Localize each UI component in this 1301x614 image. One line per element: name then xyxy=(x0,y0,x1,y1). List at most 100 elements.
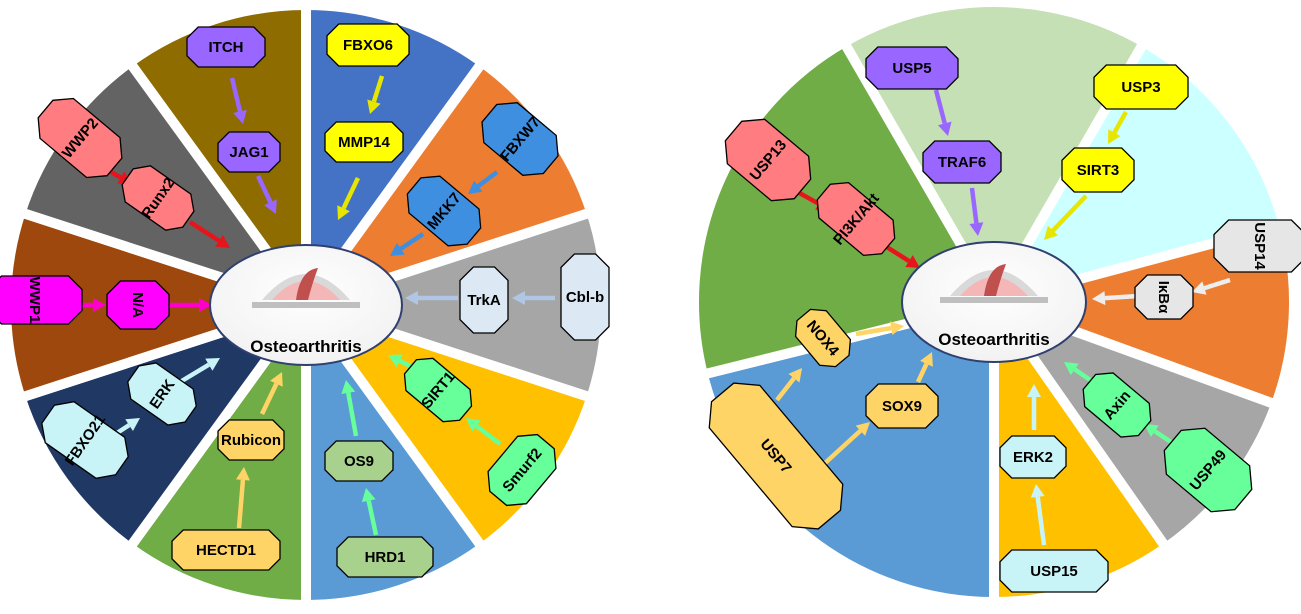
right-node-nox4: NOX4 xyxy=(794,308,852,368)
right-node-usp15-label: USP15 xyxy=(1030,563,1078,580)
right-node-sox9-label: SOX9 xyxy=(882,398,922,415)
left-node-mkk7: MKK7 xyxy=(406,175,482,247)
left-node-hectd1-label: HECTD1 xyxy=(196,542,256,559)
left-node-itch-label: ITCH xyxy=(209,39,244,56)
right-node-usp5-shape xyxy=(865,46,959,90)
right-arrow-usp7-nox4-sox9-4 xyxy=(915,352,933,383)
left-node-n-a-label: N/A xyxy=(129,292,146,318)
right-node-usp15-shape xyxy=(999,549,1109,593)
right-node-usp5: USP5 xyxy=(865,46,959,90)
left-arrow-fbxo21-erk-2 xyxy=(178,358,220,384)
left-arrow-fbxw7-mkk7-2 xyxy=(390,232,425,256)
right-node-usp3-shape xyxy=(1093,64,1189,110)
left-node-fbxo6-label: FBXO6 xyxy=(343,37,393,54)
right-center-label: Osteoarthritis xyxy=(938,330,1049,349)
right-sector-usp3-sirt3 xyxy=(983,35,1290,310)
left-node-rubicon-label: Rubicon xyxy=(221,432,281,449)
joint-illustration xyxy=(252,268,360,308)
left-node-fbxo21: FBXO21 xyxy=(41,401,129,479)
right-node-erk2: ERK2 xyxy=(999,435,1067,479)
left-arrow-smurf2-sirt1-1 xyxy=(466,418,502,446)
right-arrow-usp3-sirt3-1 xyxy=(1108,110,1128,144)
left-arrow-wwp2-runx2-2 xyxy=(188,220,230,248)
right-node-sirt3-label: SIRT3 xyxy=(1077,162,1120,179)
left-node-runx2: Runx2 xyxy=(121,165,195,231)
left-node-mmp14-label: MMP14 xyxy=(338,134,390,151)
left-node-os9-label: OS9 xyxy=(344,453,374,470)
left-node-jag1-shape xyxy=(217,131,281,173)
left-node-fbxo6-shape xyxy=(326,23,410,67)
left-node-itch: ITCH xyxy=(186,26,266,68)
right-node-usp14: USP14 xyxy=(1213,219,1301,273)
left-node-wwp2-shape xyxy=(37,97,123,179)
right-node-sirt3: SIRT3 xyxy=(1061,147,1135,193)
left-node-wwp1-label: WWP1 xyxy=(26,277,43,324)
left-node-cbl-b: Cbl-b xyxy=(560,253,610,341)
right-node-usp14-shape xyxy=(1213,219,1301,273)
right-arrow-usp15-erk2-1 xyxy=(1030,484,1047,546)
left-arrow-fbxo6-mmp14-1 xyxy=(367,75,385,114)
left-node-fbxo6: FBXO6 xyxy=(326,23,410,67)
right-node-usp14-label: USP14 xyxy=(1251,222,1268,270)
left-node-hrd1-label: HRD1 xyxy=(365,549,406,566)
left-arrow-wwp1-na-2 xyxy=(170,298,212,312)
left-node-wwp2: WWP2 xyxy=(37,97,123,179)
right-arrow-usp5-traf6-2 xyxy=(969,187,984,236)
left-node-hectd1: HECTD1 xyxy=(171,529,281,571)
left-node-jag1: JAG1 xyxy=(217,131,281,173)
left-arrow-cbl-b-trka-1 xyxy=(512,291,555,305)
right-node-axin: Axin xyxy=(1082,372,1152,438)
left-node-fbxw7-shape xyxy=(481,102,559,176)
left-node-trka-label: TrkA xyxy=(467,292,501,309)
right-node-traf6-shape xyxy=(922,140,1002,184)
left-sector-fbxo21-erk xyxy=(14,295,320,555)
right-node-i-b: IκBα xyxy=(1134,274,1194,320)
left-center-hub: Osteoarthritis xyxy=(209,244,403,366)
right-node-usp49-shape xyxy=(1163,427,1253,513)
left-node-hrd1-shape xyxy=(336,536,434,578)
right-node-erk2-label: ERK2 xyxy=(1013,449,1053,466)
left-arrow-fbxw7-mkk7-1 xyxy=(468,170,499,194)
left-node-mkk7-shape xyxy=(406,175,482,247)
right-node-usp3: USP3 xyxy=(1093,64,1189,110)
right-node-usp7-shape xyxy=(708,382,844,530)
right-node-sirt3-shape xyxy=(1061,147,1135,193)
left-node-rubicon-shape xyxy=(217,419,285,461)
left-node-smurf2: Smurf2 xyxy=(487,433,557,507)
right-node-traf6: TRAF6 xyxy=(922,140,1002,184)
left-node-fbxw7: FBXW7 xyxy=(481,102,559,176)
right-node-nox4-shape xyxy=(794,308,852,368)
left-node-sirt1-shape xyxy=(403,357,473,423)
left-arrow-itch-jag1-2 xyxy=(255,175,277,214)
right-node-i-b-label: IκBα xyxy=(1155,281,1172,314)
left-node-wwp1: WWP1 xyxy=(0,275,83,325)
right-node-sox9-shape xyxy=(865,383,939,429)
right-arrow-usp5-traf6-1 xyxy=(933,89,952,136)
right-arrow-usp7-nox4-sox9-3 xyxy=(855,321,904,337)
left-node-smurf2-shape xyxy=(487,433,557,507)
right-center-hub: Osteoarthritis xyxy=(901,241,1087,363)
left-arrow-hrd1-os9-1 xyxy=(361,488,379,536)
right-node-erk2-shape xyxy=(999,435,1067,479)
arrows-layer xyxy=(64,75,1231,546)
left-node-jag1-label: JAG1 xyxy=(229,144,268,161)
left-node-n-a-shape xyxy=(106,280,170,330)
right-node-i-b-shape xyxy=(1134,274,1194,320)
left-center-label: Osteoarthritis xyxy=(250,337,361,356)
right-node-pi3k-akt: PI3K/Akt xyxy=(816,181,896,257)
joint-illustration xyxy=(940,264,1048,303)
right-arrow-usp7-nox4-sox9-1 xyxy=(775,368,802,402)
right-node-usp3-label: USP3 xyxy=(1121,79,1160,96)
right-arrow-usp3-sirt3-2 xyxy=(1044,194,1088,240)
right-node-usp49: USP49 xyxy=(1163,427,1253,513)
left-sector-hrd1-os9 xyxy=(301,289,490,611)
left-node-erk-shape xyxy=(127,362,197,426)
left-node-cbl-b-shape xyxy=(560,253,610,341)
right-node-traf6-label: TRAF6 xyxy=(938,154,986,171)
right-arrow-usp14-ikba-2 xyxy=(1092,291,1139,306)
right-node-pi3k-akt-shape xyxy=(816,181,896,257)
left-node-runx2-shape xyxy=(121,165,195,231)
left-arrow-hectd1-rubicon-1 xyxy=(235,467,250,529)
right-node-sox9: SOX9 xyxy=(865,383,939,429)
